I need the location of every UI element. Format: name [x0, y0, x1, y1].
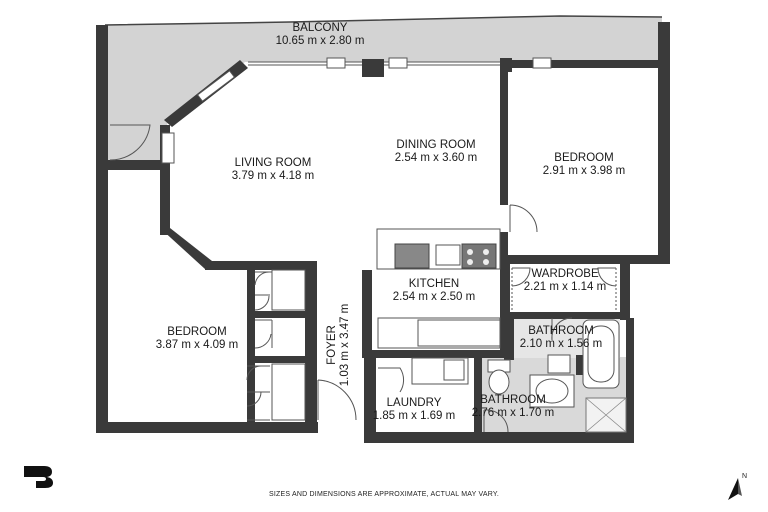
wall-kitchen-right: [500, 255, 510, 358]
north-arrow-icon: N: [728, 473, 747, 500]
wall-diag-bedroom: [160, 228, 212, 269]
windows: [161, 57, 552, 164]
wall-bed-top: [108, 160, 168, 170]
bathroom-fixtures: [411, 319, 627, 433]
wall-bottom-right: [364, 432, 634, 443]
balcony-name: BALCONY: [293, 22, 348, 34]
living-name: LIVING ROOM: [235, 157, 312, 169]
bedroom1-dims: 2.91 m x 3.98 m: [543, 165, 625, 177]
laundry-dims: 1.85 m x 1.69 m: [373, 410, 455, 422]
compass-label: N: [742, 473, 747, 480]
balcony-dims: 10.65 m x 2.80 m: [276, 35, 365, 47]
wall-left: [96, 25, 108, 433]
disclaimer-text: SIZES AND DIMENSIONS ARE APPROXIMATE, AC…: [269, 491, 499, 498]
kitchen-name: KITCHEN: [409, 278, 459, 290]
dining-dims: 2.54 m x 3.60 m: [395, 152, 477, 164]
wall-dining-bed: [500, 60, 508, 205]
wardrobe-units: [246, 267, 617, 421]
wall-foyer-right: [362, 270, 372, 358]
balcony-area: [105, 16, 662, 163]
wardrobe-name: WARDROBE: [531, 268, 599, 280]
wall-robe-2: [247, 356, 307, 363]
kitchen-dims: 2.54 m x 2.50 m: [393, 291, 475, 303]
wall-kitchen-bottom: [372, 350, 502, 358]
kitchen-fixtures: [376, 228, 501, 349]
bathroom1-dims: 2.10 m x 1.56 m: [520, 338, 602, 350]
wall-top-dining: [362, 59, 384, 77]
wall-dining-bed-low: [500, 232, 508, 262]
wall-living-left: [160, 125, 170, 235]
wall-laundry-left: [364, 352, 376, 442]
wall-bottom-bedroom: [96, 422, 318, 433]
wall-top-bed: [500, 60, 662, 68]
bedroom2-dims: 3.87 m x 4.09 m: [156, 339, 238, 351]
wall-wardrobe-right: [620, 260, 630, 320]
living-dims: 3.79 m x 4.18 m: [232, 170, 314, 182]
doors: [109, 124, 573, 433]
balcony-rail: [104, 15, 663, 26]
wardrobe-dims: 2.21 m x 1.14 m: [524, 281, 606, 293]
wall-laundry-bath: [474, 356, 482, 434]
wall-robe-1: [247, 311, 307, 318]
bathroom1-name: BATHROOM: [528, 325, 594, 337]
bedroom2-name: BEDROOM: [167, 326, 226, 338]
laundry-name: LAUNDRY: [387, 397, 442, 409]
wall-robe-right: [305, 261, 317, 422]
foyer-name: FOYER: [326, 325, 338, 365]
bedroom1-name: BEDROOM: [554, 152, 613, 164]
foyer-dims: 1.03 m x 3.47 m: [339, 304, 351, 386]
wall-robe-v: [247, 261, 255, 422]
bathroom2-name: BATHROOM: [480, 394, 546, 406]
wall-right-bath: [626, 318, 634, 443]
wall-bath-divider: [576, 355, 584, 375]
wall-right-bed: [658, 22, 670, 264]
dining-name: DINING ROOM: [396, 139, 475, 151]
wall-ensuite-left: [504, 318, 514, 360]
wall-ensuite-top: [504, 312, 630, 319]
wall-bed-mid: [205, 261, 317, 270]
bathroom2-dims: 2.76 m x 1.70 m: [472, 407, 554, 419]
wall-bed-bottom: [500, 255, 670, 264]
brand-logo-icon: [24, 466, 53, 488]
room-labels: BALCONY 10.65 m x 2.80 m LIVING ROOM 3.7…: [156, 22, 625, 422]
